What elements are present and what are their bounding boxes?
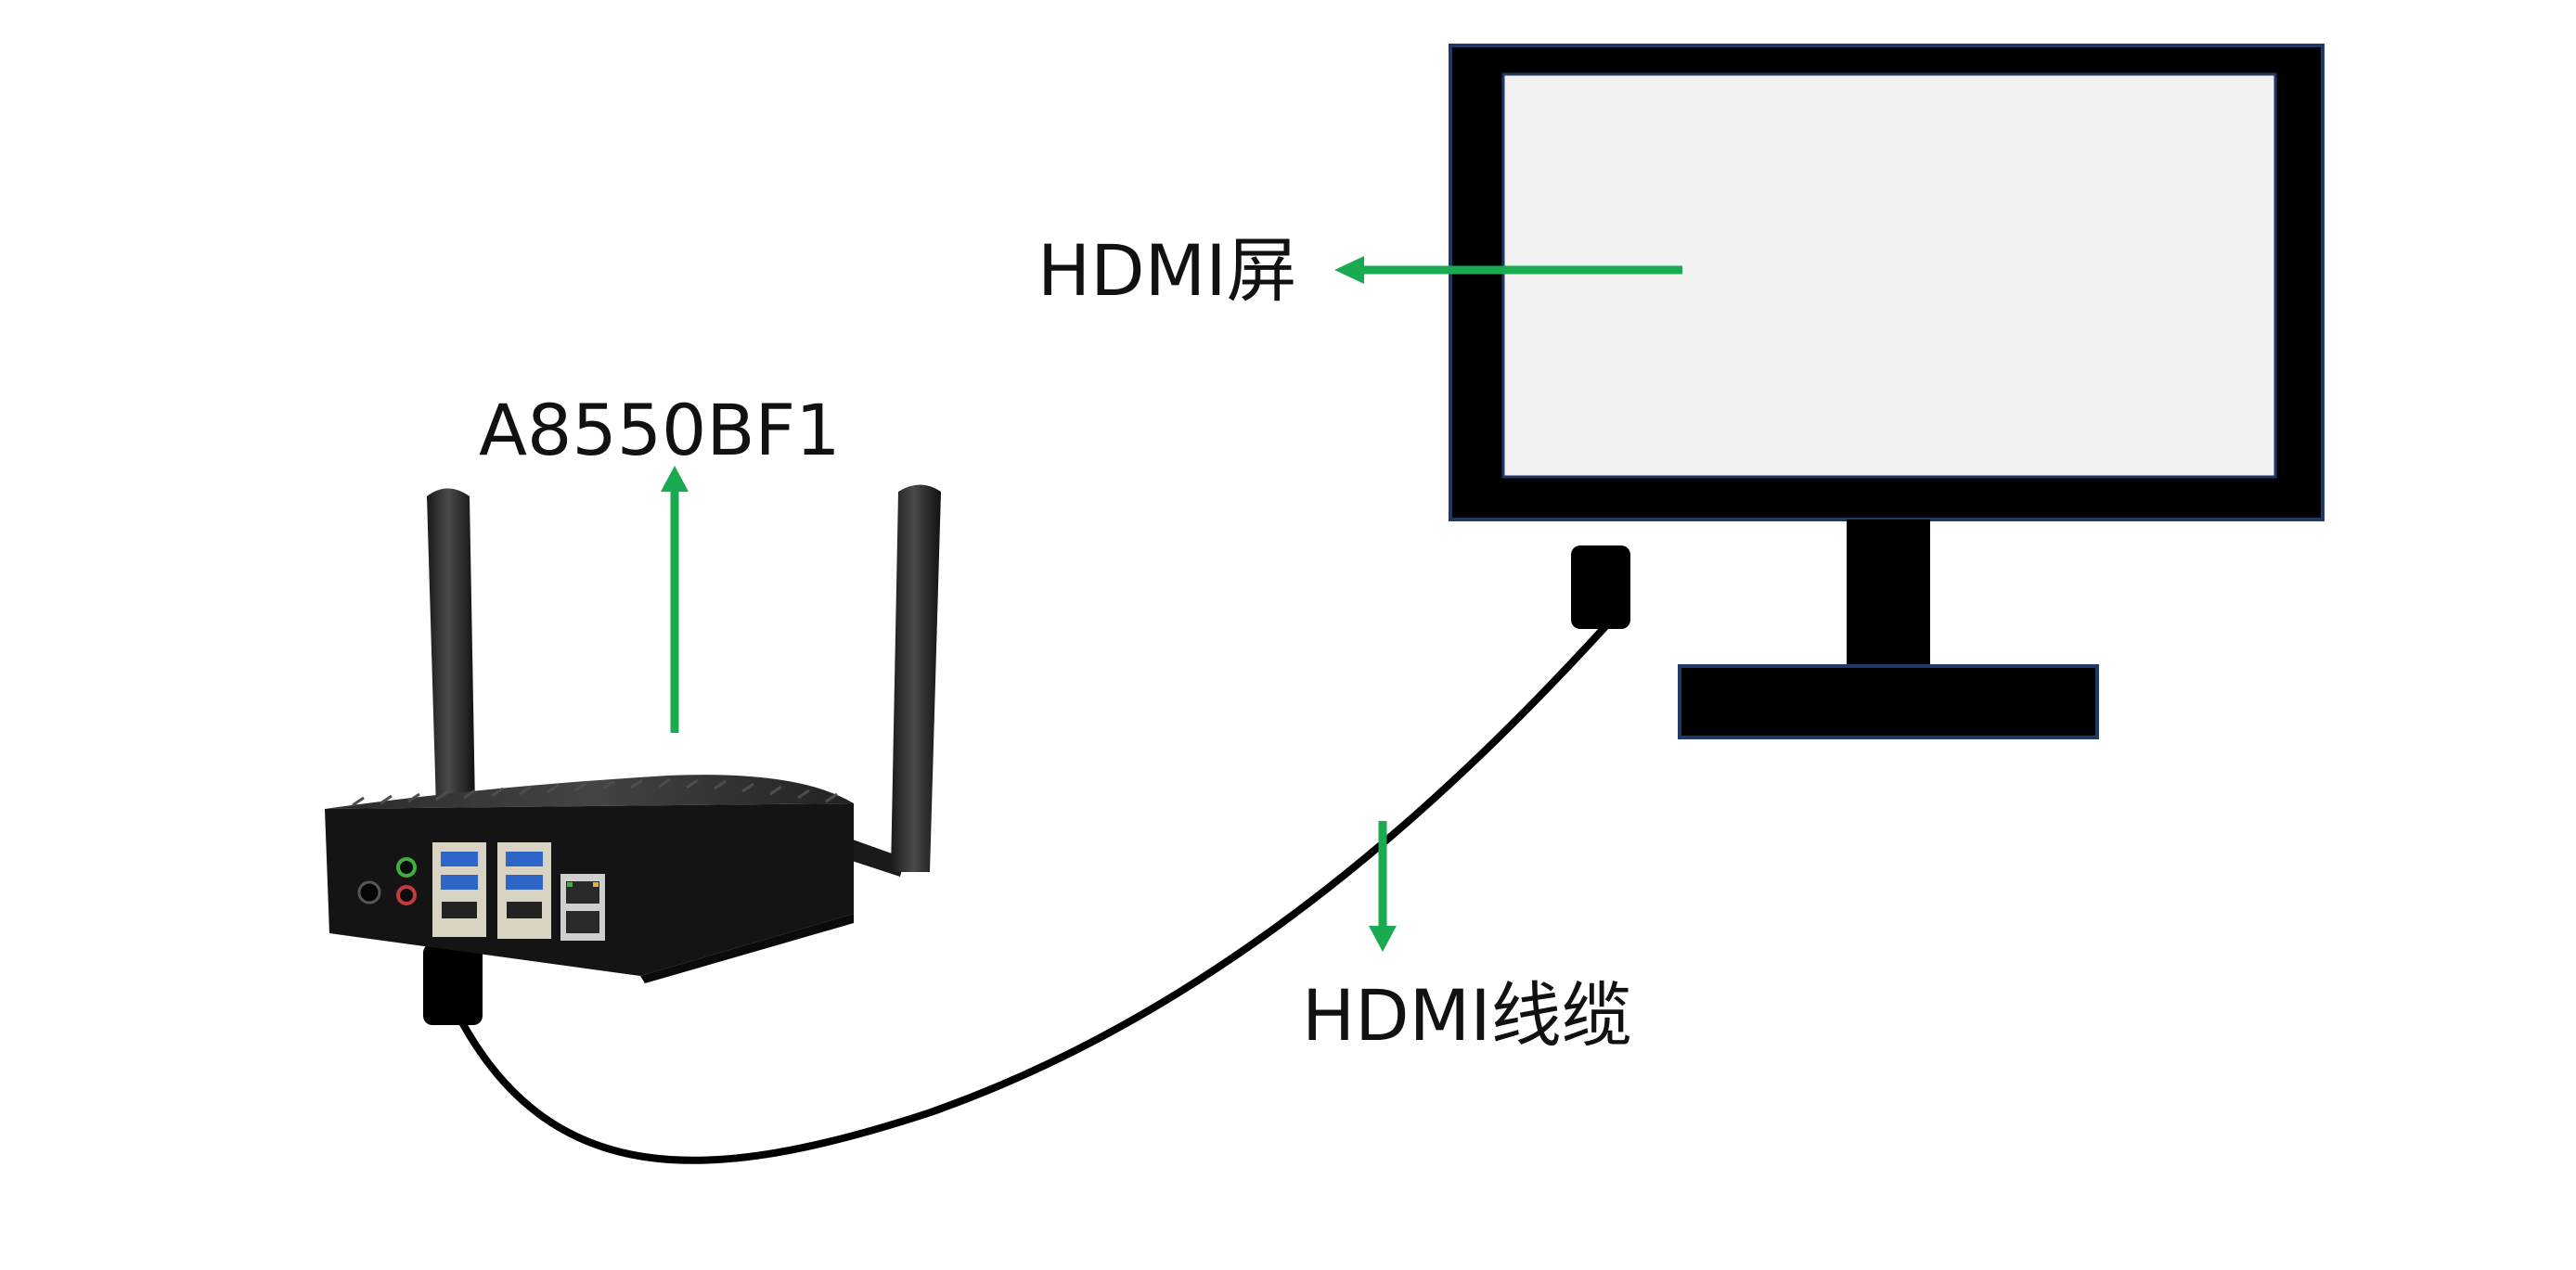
device-side-panel [640,914,854,983]
arrows [661,256,1682,952]
monitor-neck [1847,520,1930,673]
hdmi-plug-icon [423,943,483,1025]
hdmi-plug-icon [1571,545,1630,629]
monitor-icon [1449,44,2325,739]
dc-jack-port [357,880,381,904]
usb-port [506,875,543,890]
monitor-base [1678,664,2099,739]
lan-led [567,882,573,887]
mini-pc-with-antennas-icon [325,484,941,983]
lan-port [566,911,599,933]
cable-line [449,618,1614,1164]
device-label: A8550BF1 [479,389,841,471]
screen-label: HDMI屏 [1037,229,1297,312]
antenna-right [891,484,941,872]
hdmi-port [442,902,477,918]
audio-jack-green [396,857,417,878]
hdmi-cable [423,545,1630,1164]
hdmi-port [507,902,542,918]
cable-label: HDMI线缆 [1302,974,1632,1057]
arrow-down-icon [1369,821,1397,952]
usb-port [441,852,478,866]
usb-port [506,852,543,866]
lan-led [593,882,599,887]
antenna-left [427,488,475,807]
arrow-left-icon [1334,256,1682,284]
heat-sink-fins [352,777,838,807]
audio-jack-red [396,885,417,905]
usb-port [441,875,478,890]
monitor-screen [1501,72,2277,479]
arrow-up-icon [661,466,689,733]
